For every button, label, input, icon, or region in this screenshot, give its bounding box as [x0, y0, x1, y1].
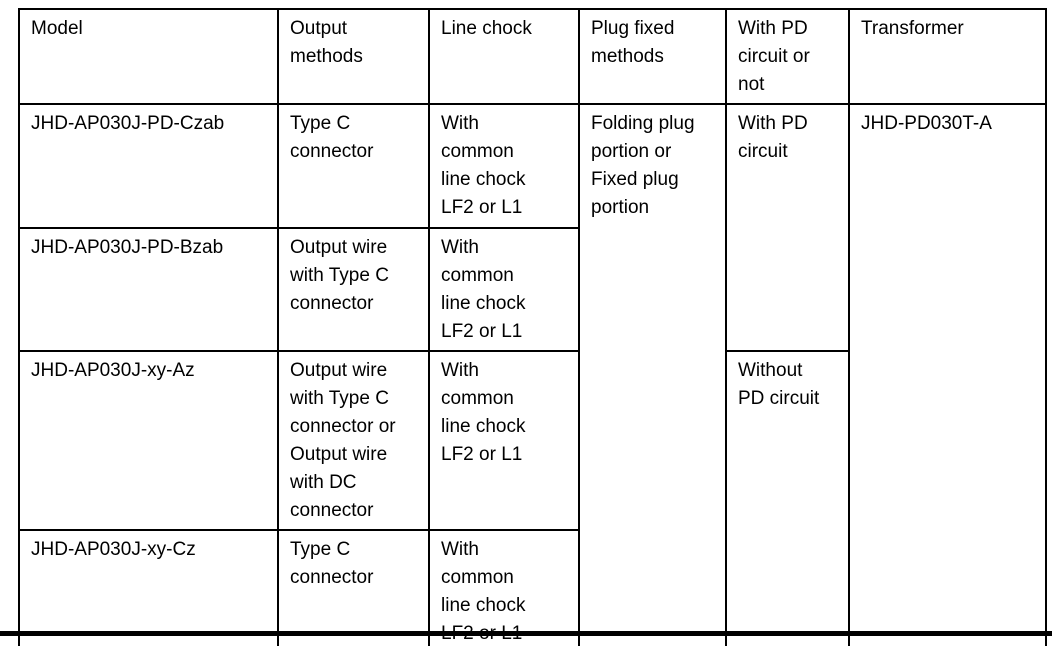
- cell-line-chock: With common line chock LF2 or L1: [428, 227, 580, 352]
- cell-output-method: Output wire with Type C connector or Out…: [277, 350, 430, 531]
- cell-line-chock: With common line chock LF2 or L1: [428, 103, 580, 229]
- cell-model: JHD-AP030J-xy-Az: [18, 350, 279, 531]
- cell-without-pd-circuit: Without PD circuit: [725, 350, 850, 646]
- cell-output-method: Output wire with Type C connector: [277, 227, 430, 352]
- table-row: JHD-AP030J-xy-Az Output wire with Type C…: [18, 350, 1046, 646]
- column-header-output-methods: Output methods: [277, 8, 430, 105]
- cell-model: JHD-AP030J-xy-Cz: [18, 529, 279, 646]
- column-header-line-chock: Line chock: [428, 8, 580, 105]
- column-header-pd-circuit: With PD circuit or not: [725, 8, 850, 105]
- page-bottom-rule: [0, 631, 1052, 636]
- cell-output-method: Type C connector: [277, 103, 430, 229]
- table-row: JHD-AP030J-xy-Cz Type C connector With c…: [18, 529, 1046, 646]
- column-header-plug-fixed-methods: Plug fixed methods: [578, 8, 727, 105]
- cell-with-pd-circuit: With PD circuit: [725, 103, 850, 352]
- cell-line-chock: With common line chock LF2 or L1: [428, 529, 580, 646]
- cell-transformer: JHD-PD030T-A: [848, 103, 1047, 646]
- column-header-transformer: Transformer: [848, 8, 1047, 105]
- table-row: JHD-AP030J-PD-Bzab Output wire with Type…: [18, 227, 1046, 352]
- cell-plug-fixed-methods: Folding plug portion or Fixed plug porti…: [578, 103, 727, 646]
- header-row: Model Output methods Line chock Plug fix…: [18, 8, 1047, 105]
- column-header-model: Model: [18, 8, 279, 105]
- cell-model: JHD-AP030J-PD-Czab: [18, 103, 279, 229]
- cell-output-method: Type C connector: [277, 529, 430, 646]
- cell-model: JHD-AP030J-PD-Bzab: [18, 227, 279, 352]
- product-spec-table: Model Output methods Line chock Plug fix…: [18, 8, 1047, 646]
- cell-line-chock: With common line chock LF2 or L1: [428, 350, 580, 531]
- table-row: JHD-AP030J-PD-Czab Type C connector With…: [18, 103, 1047, 646]
